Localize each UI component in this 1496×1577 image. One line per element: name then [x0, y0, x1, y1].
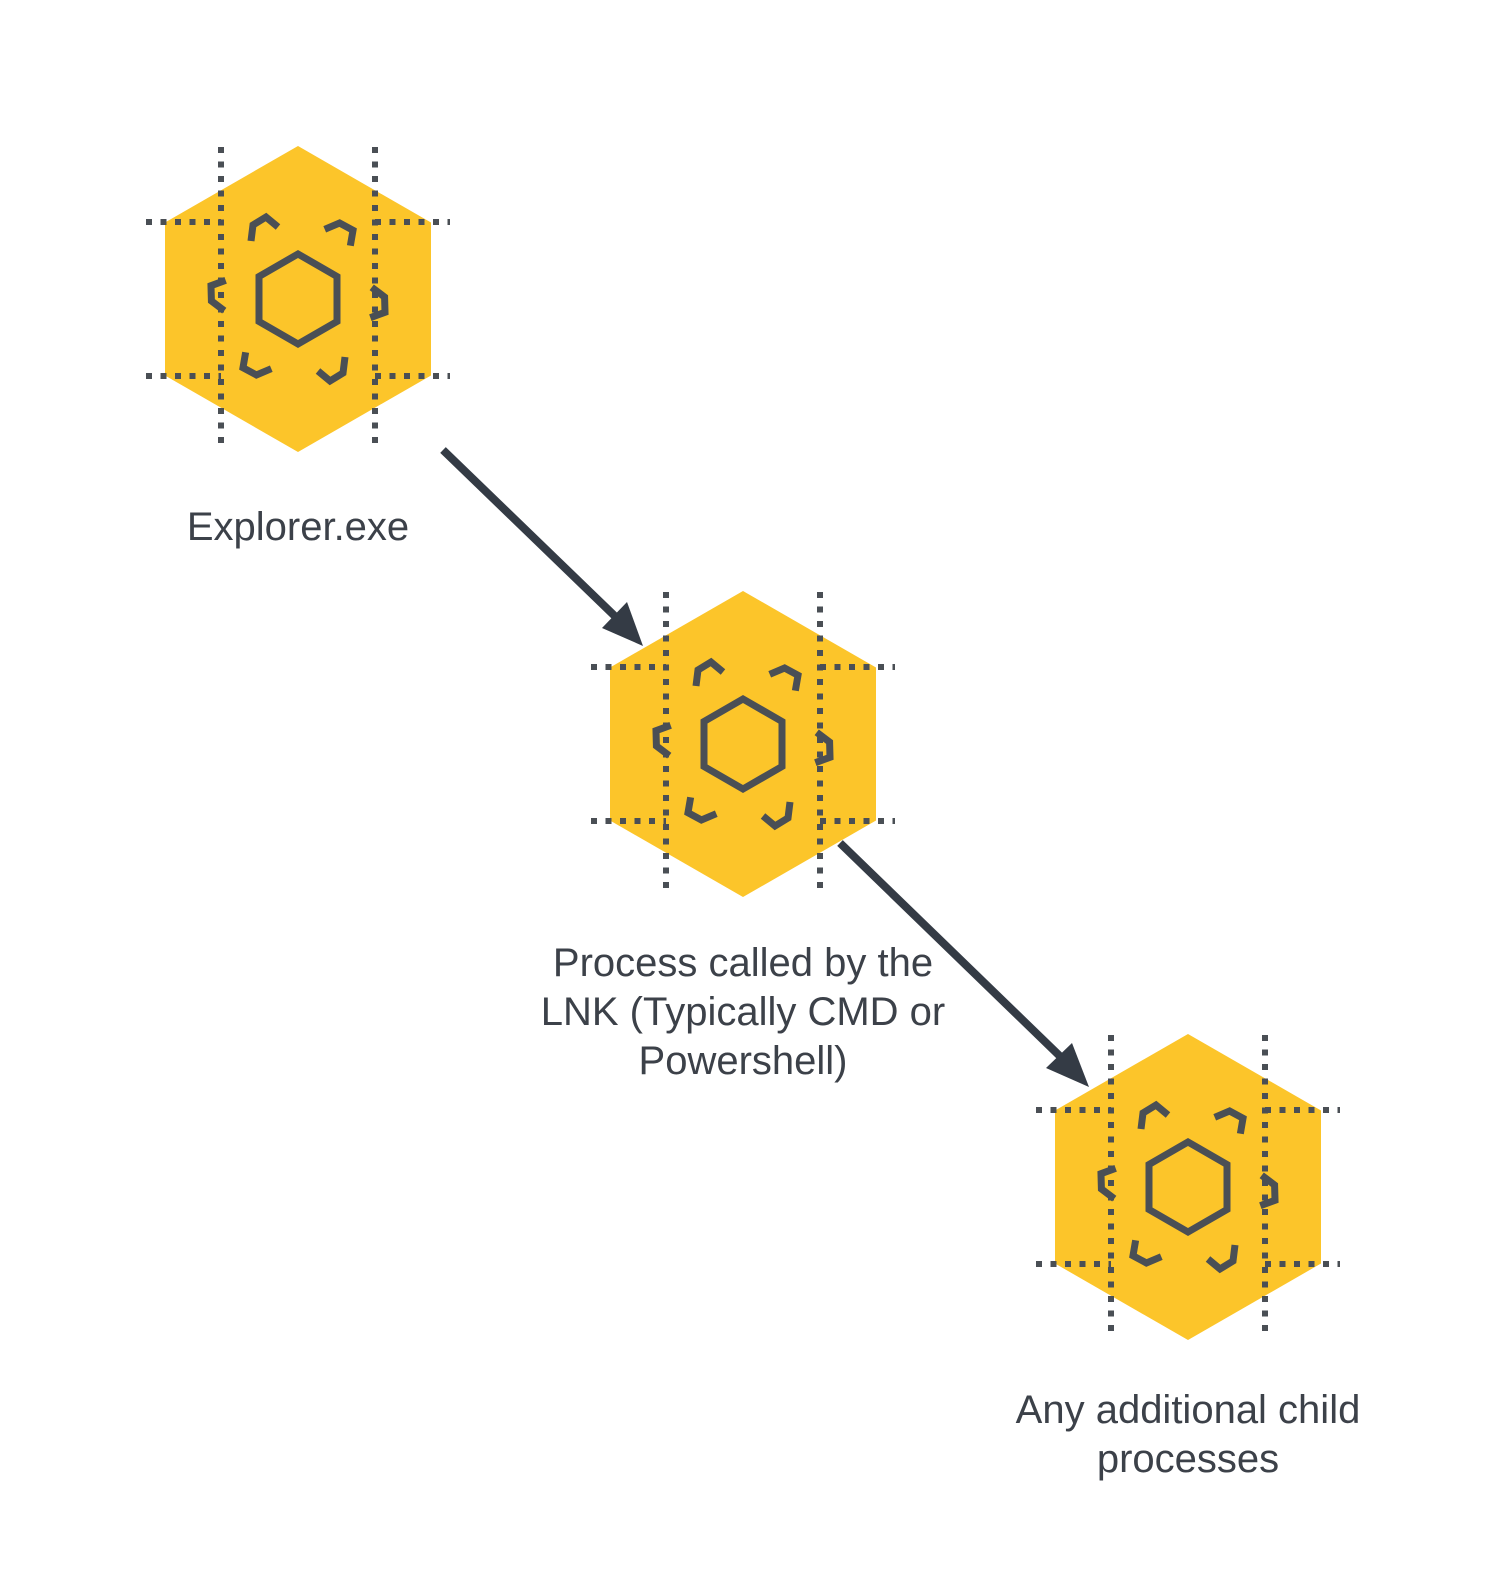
- node-label-child-processes: Any additional child processes: [1015, 1388, 1361, 1481]
- arrow-process-to-child: [837, 840, 1089, 1087]
- node-label-lnk-process: Process called by the LNK (Typically CMD…: [540, 941, 946, 1083]
- process-hexagon-icon: [146, 146, 450, 452]
- arrow-explorer-to-process: [440, 447, 643, 646]
- node-label-explorer: Explorer.exe: [186, 505, 410, 549]
